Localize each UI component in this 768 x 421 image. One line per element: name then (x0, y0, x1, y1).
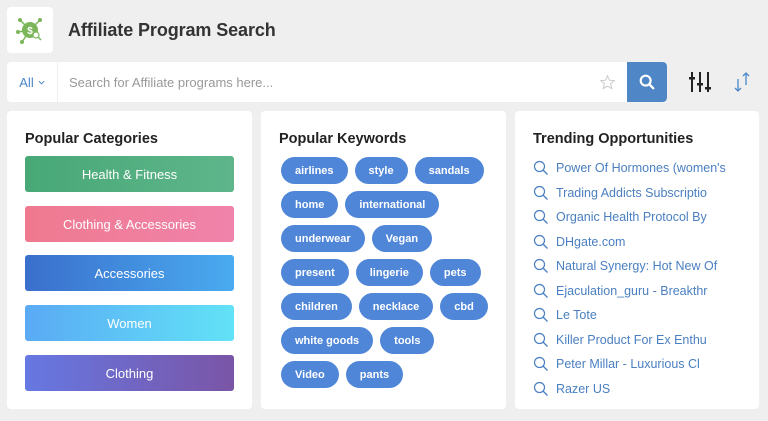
keyword-list: airlines style sandals home internationa… (281, 157, 496, 388)
favorite-star-button[interactable] (587, 62, 627, 102)
trending-list: Power Of Hormones (women's Trading Addic… (533, 156, 726, 401)
search-icon (533, 234, 548, 249)
search-scope-dropdown[interactable]: All (7, 62, 58, 102)
trending-item[interactable]: Le Tote (533, 303, 726, 328)
category-accessories[interactable]: Accessories (25, 255, 234, 291)
svg-text:$: $ (27, 26, 33, 37)
app-logo: $ (7, 7, 53, 53)
keyword-pill[interactable]: pants (345, 361, 404, 388)
search-icon (533, 185, 548, 200)
star-outline-icon (599, 74, 615, 89)
trending-item-label: Natural Synergy: Hot New Of (556, 259, 718, 274)
keyword-pill[interactable]: sandals (414, 157, 484, 184)
keyword-pill[interactable]: Vegan (371, 225, 433, 252)
keyword-pill[interactable]: underwear (281, 225, 365, 252)
search-bar: All (7, 62, 667, 102)
trending-item-label: Organic Health Protocol By (556, 210, 707, 225)
chevron-down-icon (38, 80, 45, 85)
trending-item[interactable]: Ejaculation_guru - Breakthr (533, 279, 726, 304)
app-header: $ Affiliate Program Search (7, 7, 276, 53)
trending-opportunities-title: Trending Opportunities (533, 131, 694, 147)
search-scope-label: All (19, 74, 34, 90)
trending-item-label: DHgate.com (556, 234, 626, 249)
keyword-pill[interactable]: international (345, 191, 440, 218)
popular-keywords-panel: Popular Keywords airlines style sandals … (261, 111, 506, 409)
trending-item-label: Power Of Hormones (women's (556, 161, 726, 176)
category-clothing[interactable]: Clothing (25, 355, 234, 391)
app-title: Affiliate Program Search (68, 19, 276, 40)
keyword-pill[interactable]: style (354, 157, 408, 184)
keyword-pill[interactable]: lingerie (355, 259, 423, 286)
category-women[interactable]: Women (25, 305, 234, 341)
search-icon (533, 357, 548, 372)
affiliate-network-dollar-icon: $ (16, 18, 42, 44)
keyword-pill[interactable]: cbd (440, 293, 488, 320)
trending-item-label: Peter Millar - Luxurious Cl (556, 357, 700, 372)
search-icon (533, 259, 548, 274)
keyword-pill[interactable]: necklace (358, 293, 434, 320)
popular-keywords-title: Popular Keywords (279, 131, 407, 147)
trending-item[interactable]: Peter Millar - Luxurious Cl (533, 352, 726, 377)
trending-item[interactable]: Power Of Hormones (women's (533, 156, 726, 181)
keyword-pill[interactable]: tools (380, 327, 435, 354)
keyword-pill[interactable]: present (281, 259, 349, 286)
trending-item[interactable]: Natural Synergy: Hot New Of (533, 254, 726, 279)
sort-arrows-icon (734, 72, 750, 92)
trending-item-label: Le Tote (556, 308, 597, 323)
popular-categories-panel: Popular Categories Health & Fitness Clot… (7, 111, 252, 409)
search-icon (533, 161, 548, 176)
keyword-pill[interactable]: airlines (281, 157, 348, 184)
search-button[interactable] (627, 62, 667, 102)
search-icon (533, 210, 548, 225)
magnifier-icon (639, 74, 655, 90)
trending-item-label: Trading Addicts Subscriptio (556, 185, 708, 200)
trending-item-label: Razer US (556, 381, 611, 396)
filter-button[interactable] (689, 71, 711, 93)
search-input[interactable] (58, 62, 587, 102)
category-clothing-accessories[interactable]: Clothing & Accessories (25, 206, 234, 242)
sort-button[interactable] (733, 71, 751, 93)
trending-item-label: Killer Product For Ex Enthu (556, 332, 707, 347)
keyword-pill[interactable]: home (281, 191, 339, 218)
search-icon (533, 332, 548, 347)
trending-item[interactable]: Organic Health Protocol By (533, 205, 726, 230)
sliders-icon (689, 72, 711, 92)
category-health-fitness[interactable]: Health & Fitness (25, 156, 234, 192)
trending-item[interactable]: Razer US (533, 377, 726, 402)
trending-item[interactable]: Killer Product For Ex Enthu (533, 328, 726, 353)
trending-item[interactable]: DHgate.com (533, 230, 726, 255)
keyword-pill[interactable]: pets (429, 259, 481, 286)
keyword-pill[interactable]: white goods (281, 327, 374, 354)
keyword-pill[interactable]: children (281, 293, 352, 320)
search-icon (533, 283, 548, 298)
search-icon (533, 308, 548, 323)
trending-item-label: Ejaculation_guru - Breakthr (556, 283, 708, 298)
search-icon (533, 381, 548, 396)
keyword-pill[interactable]: Video (281, 361, 339, 388)
popular-categories-title: Popular Categories (25, 131, 158, 147)
trending-item[interactable]: Trading Addicts Subscriptio (533, 181, 726, 206)
trending-opportunities-panel: Trending Opportunities Power Of Hormones… (515, 111, 759, 409)
